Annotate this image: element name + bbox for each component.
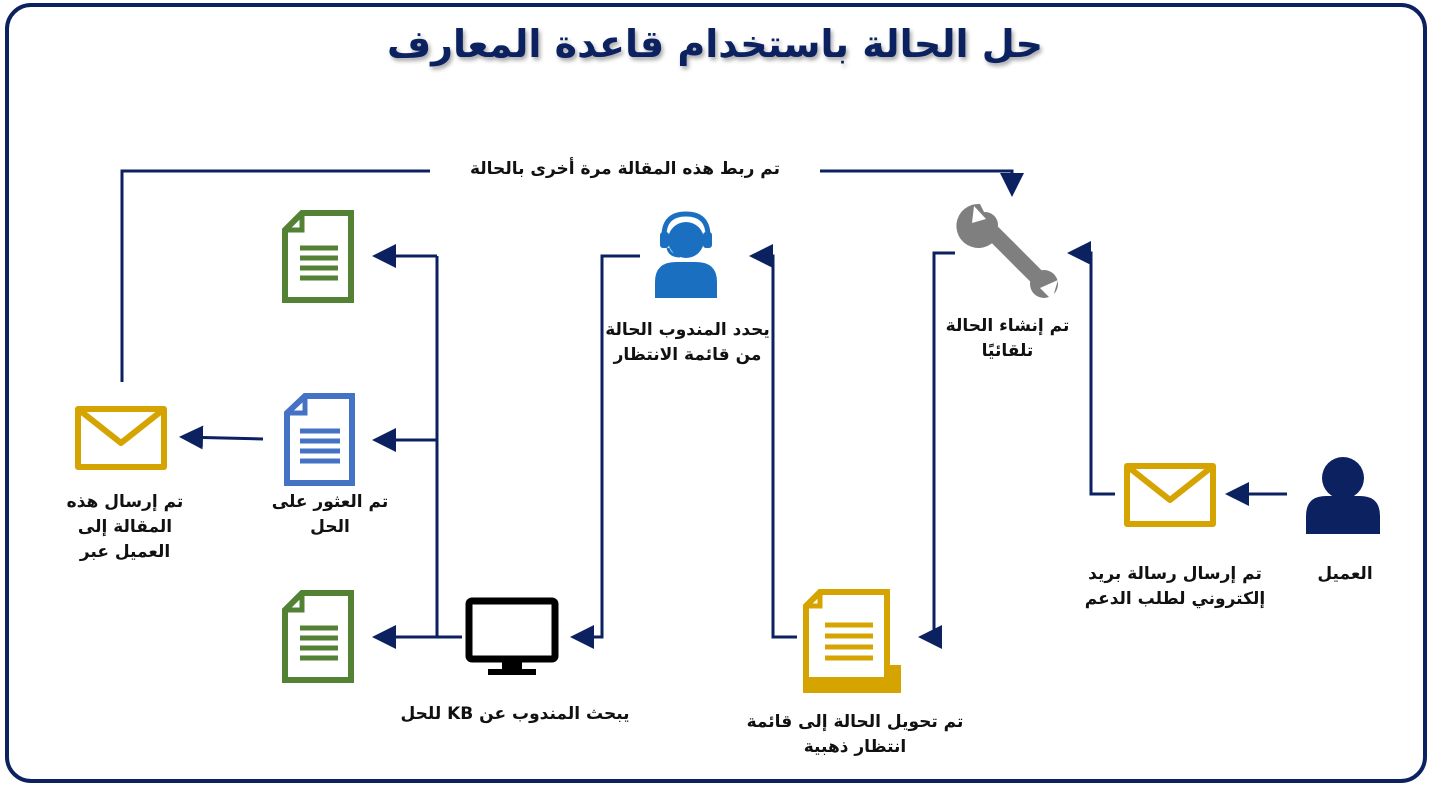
arrow-email-to-case bbox=[1067, 241, 1115, 496]
document-stack-icon bbox=[803, 589, 901, 693]
document-icon-bottom bbox=[282, 590, 354, 683]
loop-back-arrow bbox=[120, 169, 1024, 382]
arrow-monitor-to-branch bbox=[435, 256, 462, 639]
article-sent-label: تم إرسال هذه المقالة إلى العميل عبر bbox=[66, 492, 184, 562]
case-created-label: تم إنشاء الحالة تلقائيًا bbox=[945, 316, 1070, 361]
wrench-icon bbox=[956, 203, 1058, 300]
person-icon bbox=[1306, 457, 1380, 534]
page-title: حل الحالة باستخدام قاعدة المعارف bbox=[386, 22, 1044, 66]
agent-picks-label: يحدد المندوب الحالة من قائمة الانتظار bbox=[605, 320, 770, 365]
arrow-doc-to-email bbox=[179, 425, 264, 450]
headset-agent-icon bbox=[655, 211, 717, 298]
loop-back-label: تم ربط هذه المقالة مرة أخرى بالحالة bbox=[430, 156, 820, 182]
document-icon-top bbox=[282, 210, 354, 303]
agent-searches-label: يبحث المندوب عن KB للحل bbox=[400, 704, 630, 724]
document-icon-solution bbox=[284, 393, 355, 486]
customer-label: العميل bbox=[1317, 564, 1373, 584]
arrow-queue-to-agent bbox=[749, 244, 797, 639]
arrow-agent-to-monitor bbox=[570, 254, 640, 649]
envelope-icon bbox=[1124, 463, 1216, 527]
email-sent-label: تم إرسال رسالة بريد إلكتروني لطلب الدعم bbox=[1084, 564, 1266, 609]
diagram-frame bbox=[5, 3, 1427, 783]
solution-found-label: تم العثور على الحل bbox=[271, 492, 389, 537]
monitor-icon bbox=[465, 597, 559, 675]
arrow-case-to-queue bbox=[918, 251, 955, 649]
gold-queue-label: تم تحويل الحالة إلى قائمة انتظار ذهبية bbox=[746, 712, 964, 757]
article-envelope-icon bbox=[75, 406, 167, 470]
